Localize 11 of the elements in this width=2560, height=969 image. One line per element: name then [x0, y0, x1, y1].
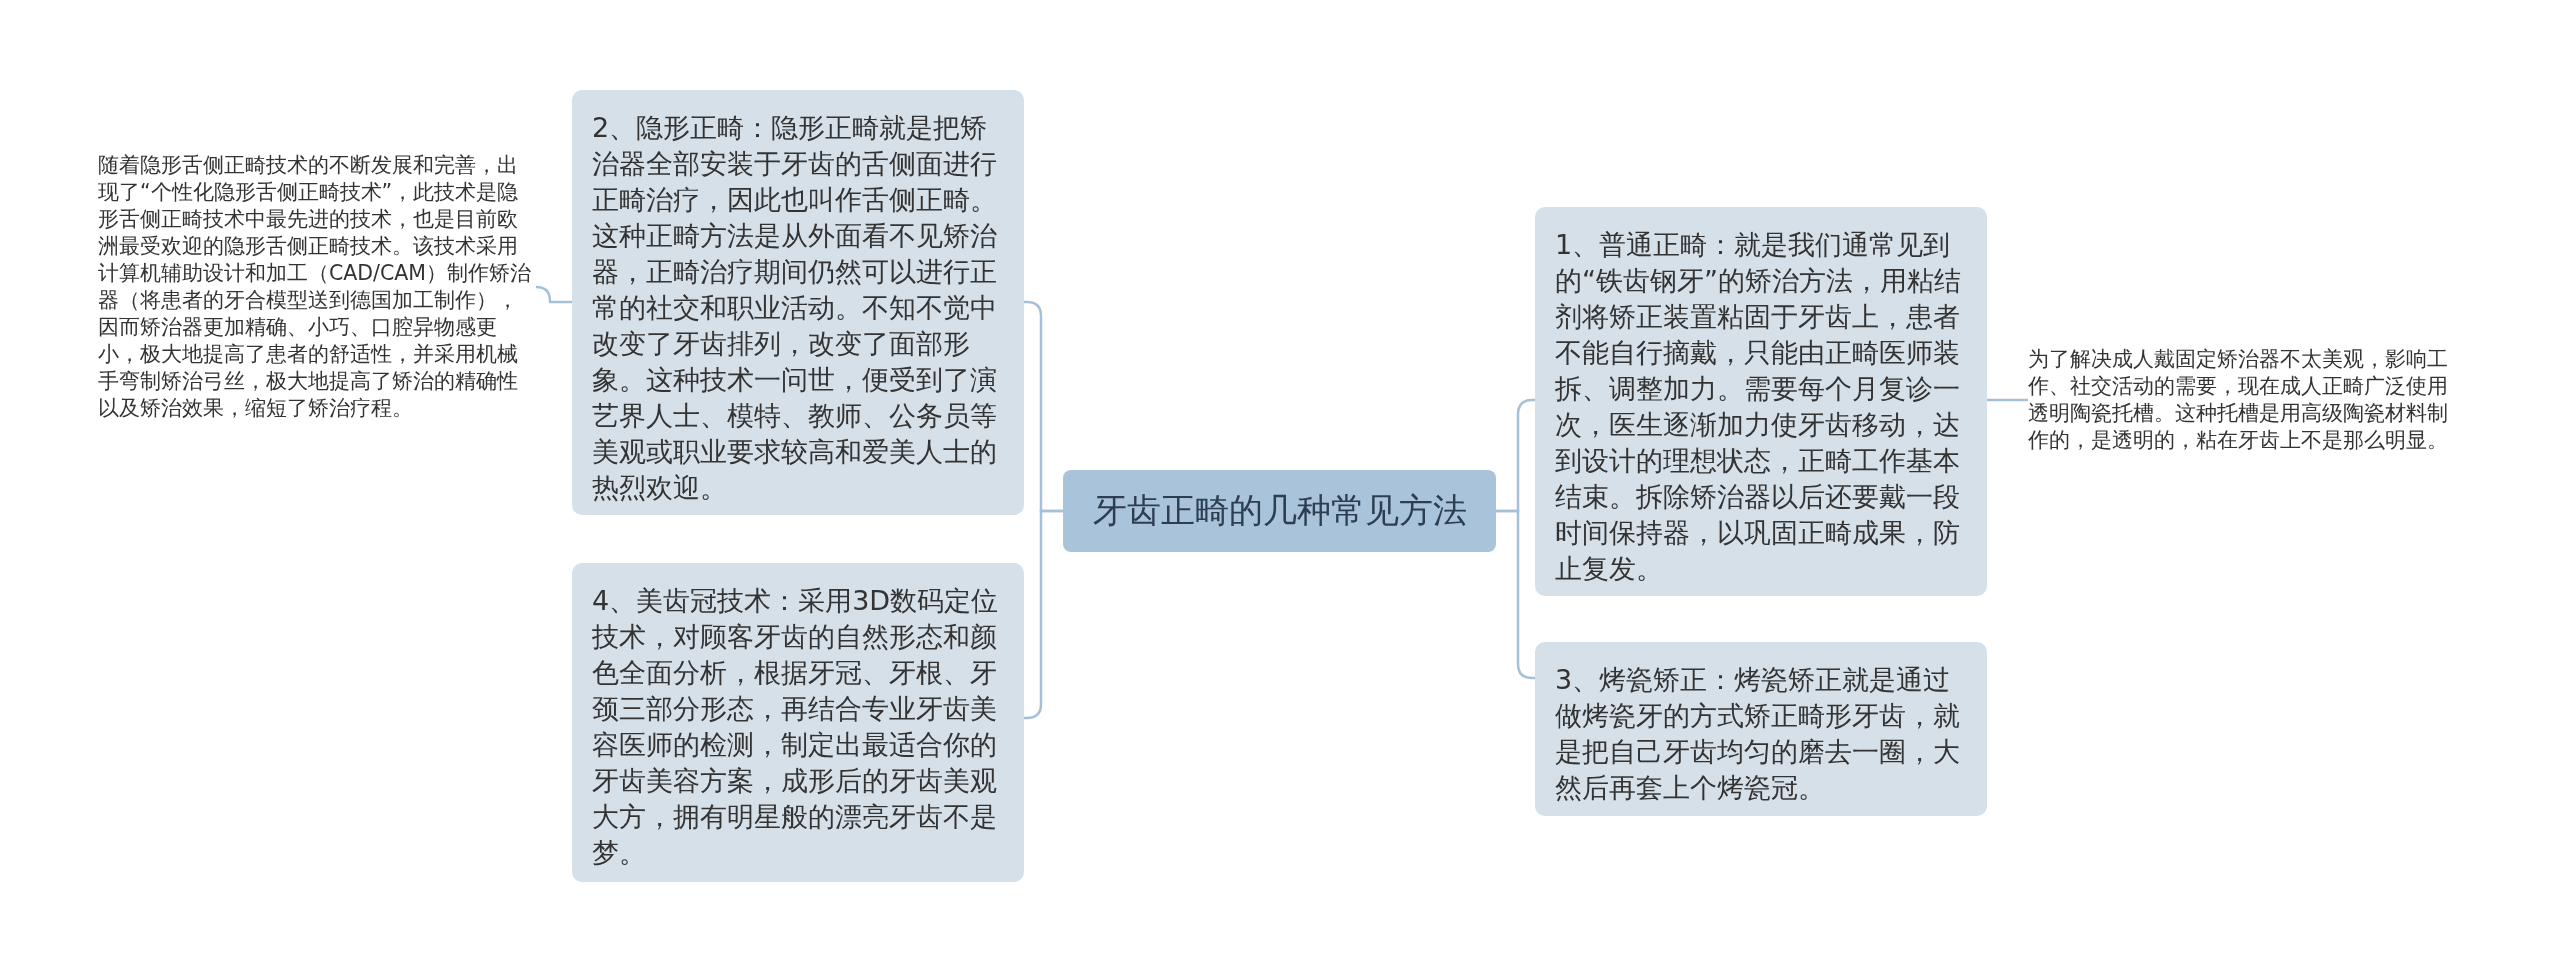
connector-line — [1496, 509, 1535, 680]
connector-line — [1024, 509, 1063, 720]
note-text: 随着隐形舌侧正畸技术的不断发展和完善，出现了“个性化隐形舌侧正畸技术”，此技术是隐形舌侧正畸技术中最先进的技术，也是目前欧洲最受欢迎的隐形舌侧正畸技术。该技术采用计算机辅助设计和加工（CAD/CAM）制作矫治器（将患者的牙合模型送到德国加工制作），因而矫治器更加精确、小巧、口腔异物感更小，极大地提高了患者的舒适性，并采用机械手弯制矫治弓丝，极大地提高了矫治的精确性以及矫治效果，缩短了矫治疗程。 — [98, 152, 538, 422]
topic-box: 3、烤瓷矫正：烤瓷矫正就是通过做烤瓷牙的方式矫正畸形牙齿，就是把自己牙齿均匀的磨去一圈，大然后再套上个烤瓷冠。 — [1535, 642, 1987, 816]
connector-line — [1987, 398, 2028, 402]
topic-box: 1、普通正畸：就是我们通常见到的“铁齿钢牙”的矫治方法，用粘结剂将矫正装置粘固于牙齿上，患者不能自行摘戴，只能由正畸医师装拆、调整加力。需要每个月复诊一次，医生逐渐加力使牙齿移动，达到设计的理想状态，正畸工作基本结束。拆除矫治器以后还要戴一段时间保持器，以巩固正畸成果，防止复发。 — [1535, 207, 1987, 596]
topic-box: 4、美齿冠技术：采用3D数码定位技术，对顾客牙齿的自然形态和颜色全面分析，根据牙冠、牙根、牙颈三部分形态，再结合专业牙齿美容医师的检测，制定出最适合你的牙齿美容方案，成形后的牙齿美观大方，拥有明星般的漂亮牙齿不是梦。 — [572, 563, 1024, 882]
note-text: 为了解决成人戴固定矫治器不太美观，影响工作、社交活动的需要，现在成人正畸广泛使用透明陶瓷托槽。这种托槽是用高级陶瓷材料制作的，是透明的，粘在牙齿上不是那么明显。 — [2028, 346, 2468, 454]
central-topic-box: 牙齿正畸的几种常见方法 — [1063, 470, 1496, 552]
topic-box: 2、隐形正畸：隐形正畸就是把矫治器全部安装于牙齿的舌侧面进行正畸治疗，因此也叫作舌侧正畸。这种正畸方法是从外面看不见矫治器，正畸治疗期间仍然可以进行正常的社交和职业活动。不知不觉中改变了牙齿排列，改变了面部形象。这种技术一问世，便受到了演艺界人士、模特、教师、公务员等美观或职业要求较高和爱美人士的热烈欢迎。 — [572, 90, 1024, 515]
connector-line — [534, 285, 572, 304]
